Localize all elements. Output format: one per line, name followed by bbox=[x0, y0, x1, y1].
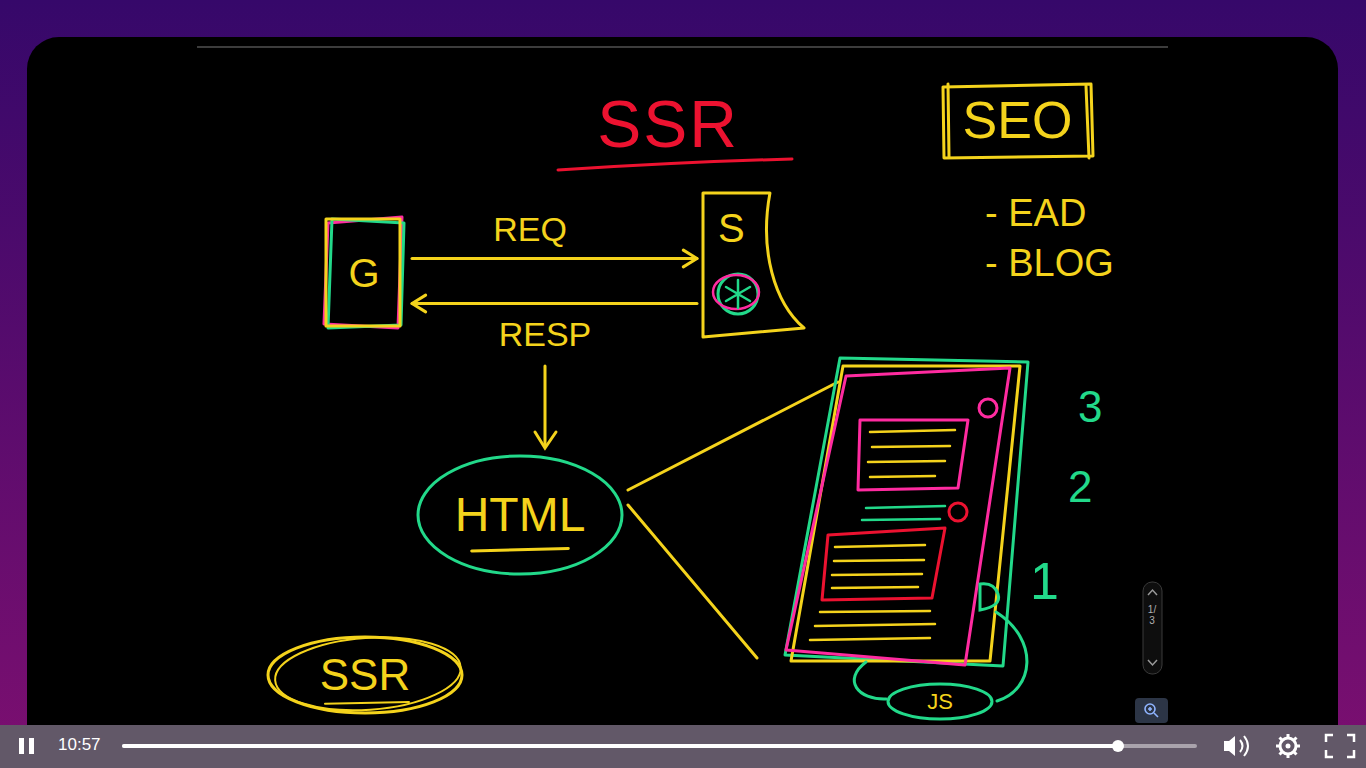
list-item: - BLOG bbox=[985, 243, 1114, 285]
page-indicator bbox=[1143, 582, 1162, 674]
ellipse-text: JS bbox=[927, 690, 953, 714]
box-text: G bbox=[348, 251, 379, 295]
edge-line bbox=[412, 257, 697, 260]
title-underline bbox=[558, 159, 792, 170]
edge-arrow bbox=[412, 250, 697, 267]
control-bar bbox=[0, 725, 1366, 768]
time-label: 10:57 bbox=[58, 735, 101, 755]
canvas-edge bbox=[197, 46, 1168, 48]
page-mockup bbox=[785, 358, 1028, 666]
list-item: - EAD bbox=[985, 193, 1086, 235]
ellipse-text: SSR bbox=[320, 651, 410, 699]
diagram-title: SSR bbox=[597, 88, 739, 161]
edge-line bbox=[412, 302, 697, 305]
arrow-head bbox=[683, 250, 697, 267]
leader-arrow bbox=[535, 366, 556, 448]
box-text: S bbox=[718, 206, 745, 250]
callout-number: 2 bbox=[1068, 463, 1092, 511]
page-counter: 1/3 bbox=[1147, 604, 1157, 626]
video-area bbox=[27, 37, 1338, 767]
ssr-ellipse: SSR bbox=[265, 634, 465, 716]
ellipse-text: HTML bbox=[455, 489, 586, 542]
arrow-head bbox=[412, 295, 426, 312]
callout-number: 3 bbox=[1078, 383, 1102, 431]
html-ellipse: HTML bbox=[415, 453, 625, 577]
server-shape: S bbox=[700, 190, 806, 340]
callout-number: 1 bbox=[1030, 553, 1059, 610]
zoom-button bbox=[1135, 698, 1168, 723]
server-shape-outline bbox=[700, 190, 806, 340]
seo-box: SEO bbox=[940, 82, 1095, 160]
projection-lines bbox=[628, 382, 838, 658]
edge-label: REQ bbox=[493, 211, 567, 248]
edge-arrow bbox=[412, 295, 697, 312]
js-ellipse: JS bbox=[885, 681, 995, 722]
client-box: G bbox=[322, 215, 406, 330]
box-text: SEO bbox=[963, 92, 1073, 149]
edge-label: RESP bbox=[499, 316, 592, 353]
